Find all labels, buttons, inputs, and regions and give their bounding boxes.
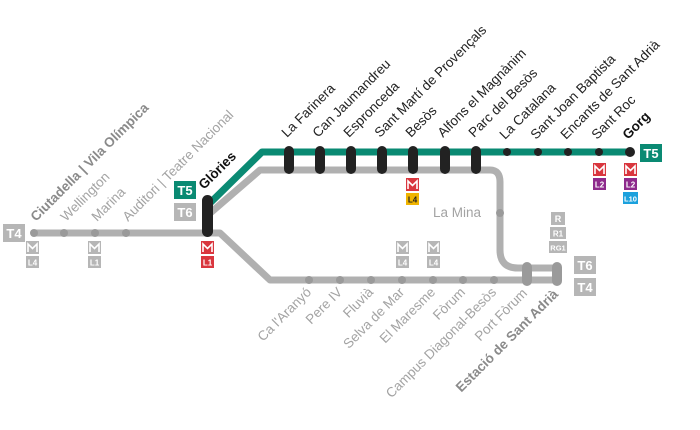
- metro-connection-marina: L1: [88, 241, 101, 268]
- metro-connection-sant-roc: L2: [593, 163, 606, 190]
- svg-text:L4: L4: [398, 259, 408, 268]
- stop-can-jaumandreu[interactable]: [315, 146, 325, 174]
- stop-glories[interactable]: [202, 195, 213, 237]
- svg-text:L1: L1: [90, 259, 100, 268]
- metro-connection-glories: L1: [201, 241, 214, 268]
- svg-text:T5: T5: [177, 183, 192, 198]
- stop-estacio-sant-adria[interactable]: [552, 262, 562, 286]
- stop-campus[interactable]: [490, 276, 498, 284]
- svg-text:L4: L4: [408, 196, 418, 205]
- stop-pere-iv[interactable]: [336, 276, 344, 284]
- label-la-mina: La Mina: [433, 205, 482, 220]
- svg-text:L4: L4: [429, 259, 439, 268]
- stop-fluvia[interactable]: [367, 276, 375, 284]
- stop-ca-laranyo[interactable]: [305, 276, 313, 284]
- line-badge-t5-glories: T5: [174, 181, 196, 199]
- stop-la-mina[interactable]: [496, 209, 504, 217]
- stop-la-farinera[interactable]: [284, 146, 294, 174]
- stop-gorg[interactable]: [625, 147, 635, 157]
- metro-connection-ciutadella: L4: [26, 241, 39, 268]
- stop-sant-joan-baptista[interactable]: [534, 148, 542, 156]
- svg-text:L10: L10: [624, 195, 637, 204]
- svg-text:T6: T6: [177, 205, 192, 220]
- svg-text:T4: T4: [577, 280, 593, 295]
- svg-text:L2: L2: [626, 181, 636, 190]
- metro-connection-el-maresme: L4: [427, 241, 440, 268]
- svg-text:R1: R1: [553, 230, 564, 239]
- stop-la-catalana[interactable]: [503, 148, 511, 156]
- svg-text:T6: T6: [577, 258, 592, 273]
- stop-encants[interactable]: [564, 148, 572, 156]
- stop-parc-besos[interactable]: [471, 146, 481, 174]
- line-badge-t4-left: T4: [3, 224, 25, 242]
- rodalies-connection-sant-adria: R R1 RG1: [549, 212, 567, 253]
- svg-text:T5: T5: [643, 146, 658, 161]
- stop-el-maresme[interactable]: [429, 276, 437, 284]
- metro-connection-selva-de-mar: L4: [396, 241, 409, 268]
- svg-text:L4: L4: [28, 259, 38, 268]
- svg-text:T4: T4: [6, 226, 22, 241]
- stop-ciutadella[interactable]: [30, 229, 38, 237]
- line-badge-t6-sant-adria: T6: [574, 256, 596, 274]
- stop-espronceda[interactable]: [346, 146, 356, 174]
- metro-connection-besos: L4: [406, 178, 419, 205]
- stop-sant-marti[interactable]: [377, 146, 387, 174]
- stop-selva-de-mar[interactable]: [398, 276, 406, 284]
- svg-text:R: R: [555, 214, 562, 224]
- line-badge-t5-gorg: T5: [640, 144, 662, 162]
- t6-track: [204, 166, 562, 272]
- stop-besos[interactable]: [408, 146, 418, 174]
- svg-text:RG1: RG1: [550, 244, 565, 253]
- line-badge-t4-sant-adria: T4: [574, 278, 596, 296]
- stop-forum[interactable]: [459, 276, 467, 284]
- stop-alfons[interactable]: [440, 146, 450, 174]
- svg-text:L2: L2: [595, 181, 605, 190]
- stop-marina[interactable]: [91, 229, 99, 237]
- stop-wellington[interactable]: [60, 229, 68, 237]
- line-badge-t6-glories: T6: [174, 203, 196, 221]
- stop-auditori[interactable]: [122, 229, 130, 237]
- rodalies-icon: [551, 212, 565, 225]
- stop-sant-roc[interactable]: [595, 148, 603, 156]
- t4-track: [30, 229, 562, 284]
- svg-text:L1: L1: [203, 259, 213, 268]
- stop-port-forum[interactable]: [522, 262, 532, 286]
- metro-connection-gorg: L2 L10: [623, 163, 638, 204]
